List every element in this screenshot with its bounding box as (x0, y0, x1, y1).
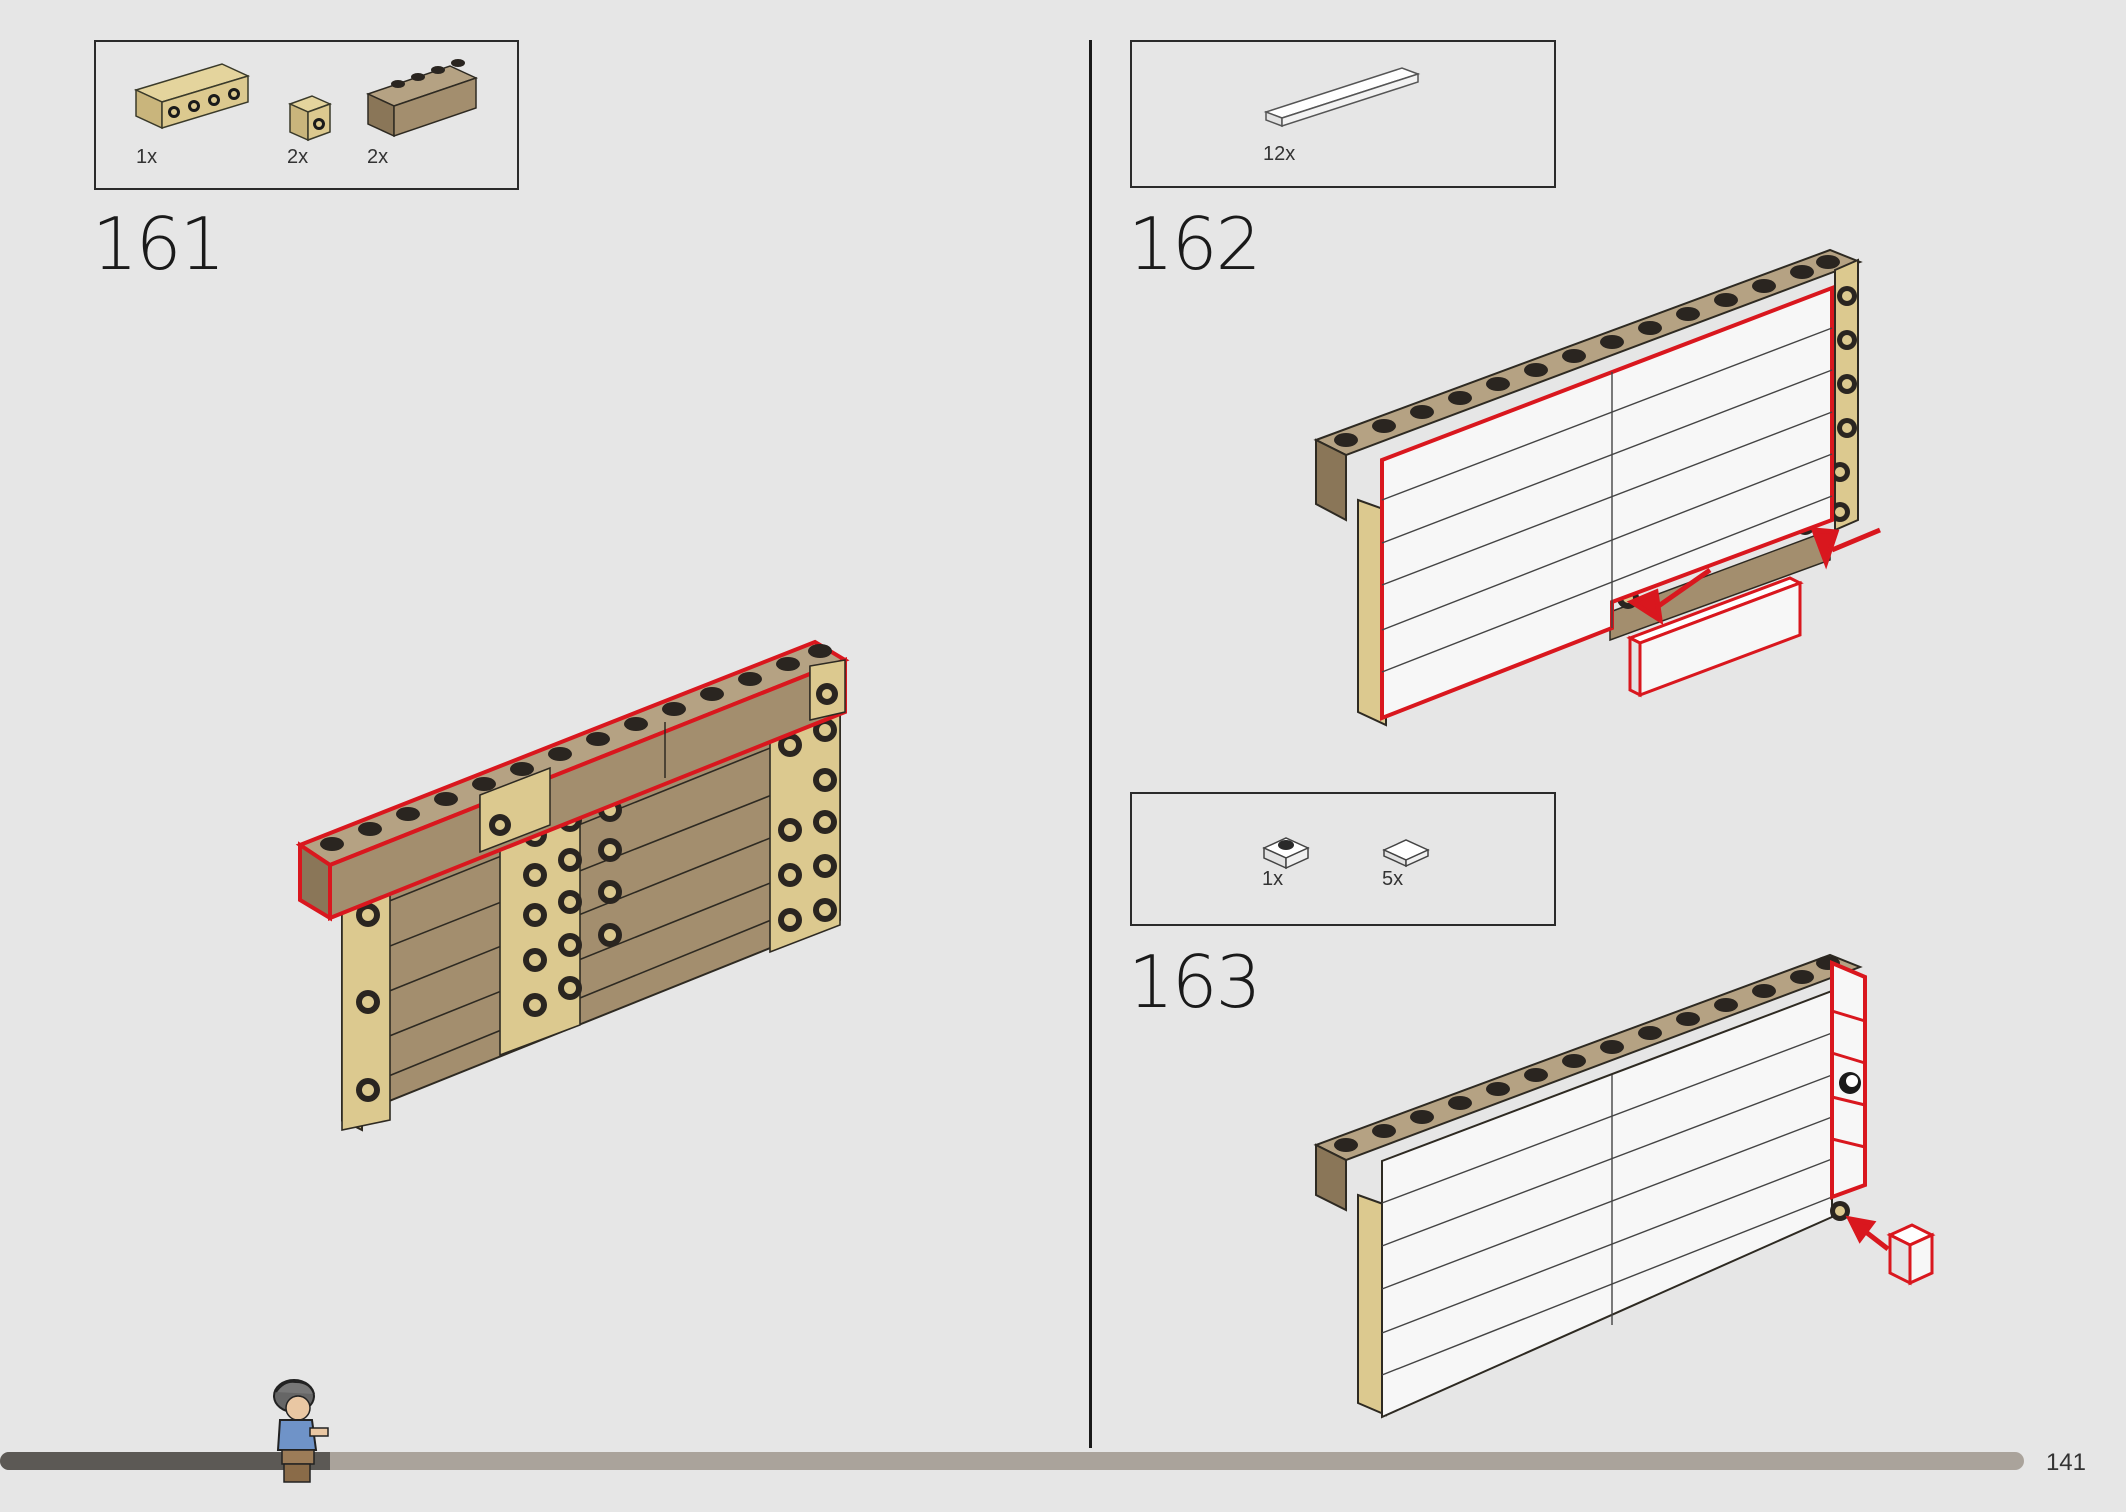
part-white-tile-1x1-icon (1382, 839, 1430, 868)
step-number-161: 161 (92, 202, 225, 286)
parts-callout-162: 12x (1130, 40, 1556, 188)
page-divider (1089, 40, 1092, 1448)
step-162-model-illustration (1313, 248, 1881, 727)
step-number-162: 162 (1128, 202, 1261, 286)
part-qty-161-2: 2x (287, 146, 309, 168)
parts-callout-163: 1x 5x (1130, 792, 1556, 926)
progress-fill (0, 1452, 330, 1470)
part-qty-161-3: 2x (367, 146, 389, 168)
part-qty-163-2: 5x (1382, 868, 1404, 890)
part-qty-163-1: 1x (1262, 868, 1284, 890)
part-white-plate-1x1-with-stud-icon (1262, 837, 1310, 870)
step-161-model-illustration (295, 639, 850, 1132)
part-white-tile-1x6-icon (1263, 67, 1421, 128)
part-qty-162-1: 12x (1263, 143, 1296, 165)
page-number: 141 (2045, 1449, 2086, 1476)
part-dark-tan-brick-1x4-icon (365, 59, 479, 138)
part-tan-brick-1x4-icon (133, 63, 251, 130)
part-qty-161-1: 1x (136, 146, 158, 168)
step-number-163: 163 (1128, 940, 1261, 1024)
part-tan-brick-1x1-icon (287, 95, 333, 142)
minifigure-progress-marker-icon (273, 1379, 329, 1483)
step-163-model-illustration (1313, 953, 1936, 1419)
parts-callout-161: 1x 2x 2x (94, 40, 519, 190)
progress-track (0, 1452, 2024, 1470)
